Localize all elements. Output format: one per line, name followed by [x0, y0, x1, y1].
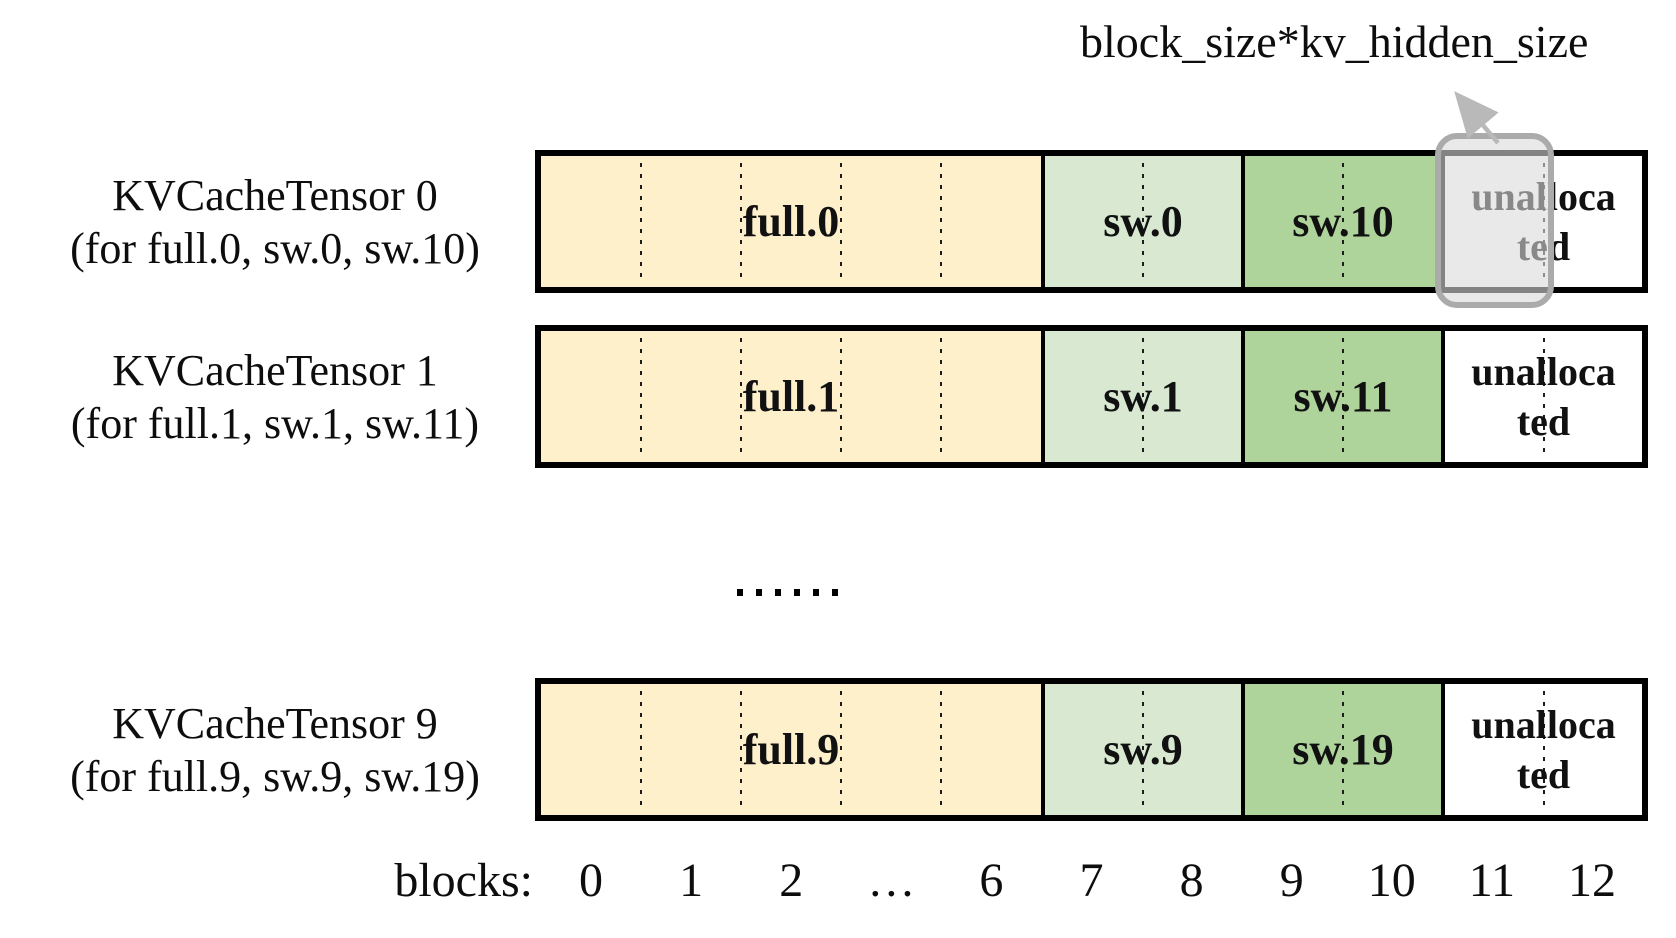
sw-region-label: sw.0 [1103, 197, 1183, 246]
sw-region-label: sw.1 [1103, 372, 1183, 421]
blocks-axis-label: blocks: [394, 853, 533, 907]
region-full-9: full.9 [541, 684, 1041, 815]
region-sw-1: sw.1 [1041, 331, 1241, 462]
rows-ellipsis [737, 589, 838, 596]
block-divider [740, 338, 742, 455]
ellipsis-dot [832, 589, 838, 596]
sw-region-label: sw.9 [1103, 725, 1183, 774]
region-unallocated-9: unalloca ted [1441, 684, 1642, 815]
block-divider [940, 338, 942, 455]
block-divider [1342, 163, 1344, 280]
full-region-label: full.1 [742, 372, 840, 421]
block-index-tick: 0 [579, 853, 604, 907]
unallocated-label: unalloca ted [1471, 348, 1616, 444]
row-subtitle: (for full.1, sw.1, sw.11) [70, 398, 480, 448]
block-index-tick: 11 [1468, 853, 1515, 907]
block-divider [640, 338, 642, 455]
sw2-region-label: sw.11 [1293, 372, 1393, 421]
block-divider [1342, 691, 1344, 808]
block-divider [640, 163, 642, 280]
region-sw2-1: sw.11 [1241, 331, 1441, 462]
row-label-tensor-0: KVCacheTensor 0 (for full.0, sw.0, sw.10… [10, 150, 540, 293]
block-index-tick: 12 [1567, 853, 1616, 907]
block-index-tick: 1 [679, 853, 704, 907]
row-title: KVCacheTensor 9 [112, 698, 438, 748]
block-divider [640, 691, 642, 808]
block-index-tick: … [867, 853, 916, 907]
block-divider [840, 338, 842, 455]
ellipsis-dot [756, 589, 762, 596]
region-sw-9: sw.9 [1041, 684, 1241, 815]
region-sw2-0: sw.10 [1241, 156, 1441, 287]
region-full-0: full.0 [541, 156, 1041, 287]
block-divider [1342, 338, 1344, 455]
row-label-tensor-9: KVCacheTensor 9 (for full.9, sw.9, sw.19… [10, 678, 540, 821]
block-divider [740, 163, 742, 280]
block-index-tick: 2 [779, 853, 804, 907]
ellipsis-dot [794, 589, 800, 596]
block-divider [1542, 691, 1545, 808]
ellipsis-dot [775, 589, 781, 596]
block-divider [840, 163, 842, 280]
row-title: KVCacheTensor 1 [112, 345, 438, 395]
block-divider [1542, 338, 1545, 455]
region-sw-0: sw.0 [1041, 156, 1241, 287]
block-divider [1142, 338, 1144, 455]
row-title: KVCacheTensor 0 [112, 170, 438, 220]
full-region-label: full.0 [742, 197, 840, 246]
tensor-row-9: full.9 sw.9 sw.19 unalloca ted [535, 678, 1648, 821]
block-divider [1142, 163, 1144, 280]
region-full-1: full.1 [541, 331, 1041, 462]
tensor-row-1: full.1 sw.1 sw.11 unalloca ted [535, 325, 1648, 468]
ellipsis-dot [737, 589, 743, 596]
block-divider [1142, 691, 1144, 808]
highlighted-block-outline [1435, 133, 1554, 308]
sw2-region-label: sw.19 [1292, 725, 1394, 774]
block-index-tick: 6 [979, 853, 1004, 907]
block-divider [740, 691, 742, 808]
sw2-region-label: sw.10 [1292, 197, 1394, 246]
block-index-tick: 10 [1367, 853, 1416, 907]
full-region-label: full.9 [742, 725, 840, 774]
region-sw2-9: sw.19 [1241, 684, 1441, 815]
block-index-tick: 7 [1079, 853, 1104, 907]
block-divider [840, 691, 842, 808]
region-unallocated-1: unalloca ted [1441, 331, 1642, 462]
unallocated-label: unalloca ted [1471, 701, 1616, 797]
row-label-tensor-1: KVCacheTensor 1 (for full.1, sw.1, sw.11… [10, 325, 540, 468]
block-divider [940, 691, 942, 808]
block-divider [940, 163, 942, 280]
block-index-tick: 9 [1279, 853, 1304, 907]
blocks-axis: 0 1 2 … 6 7 8 9 10 11 12 [541, 850, 1642, 910]
row-subtitle: (for full.9, sw.9, sw.19) [70, 751, 480, 801]
row-subtitle: (for full.0, sw.0, sw.10) [70, 223, 480, 273]
block-index-tick: 8 [1179, 853, 1204, 907]
block-size-annotation: block_size*kv_hidden_size [1080, 16, 1589, 67]
ellipsis-dot [813, 589, 819, 596]
